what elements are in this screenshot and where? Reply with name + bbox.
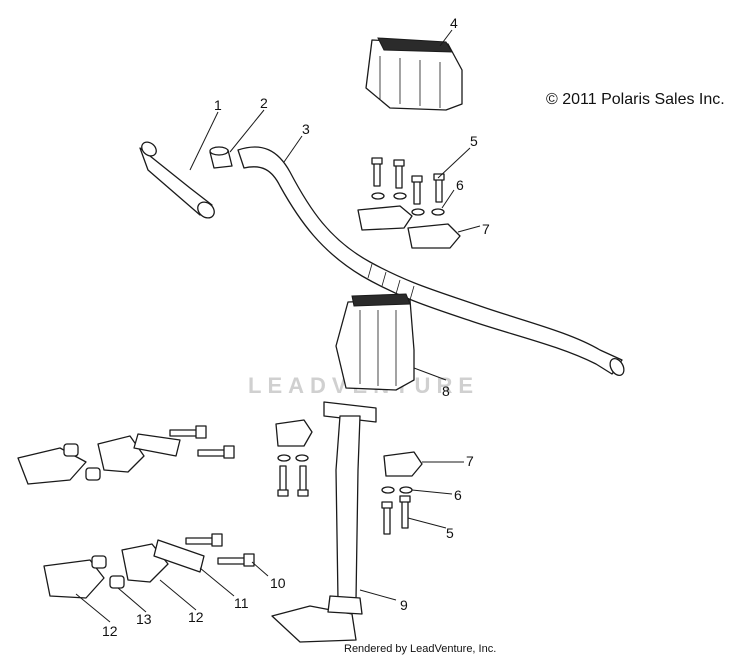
part-6-washers-lower[interactable]	[277, 454, 413, 494]
leader-lines	[75, 29, 481, 623]
part-7-clamps-upper[interactable]	[357, 205, 461, 249]
part-2-bushing[interactable]	[209, 146, 233, 169]
part-6-washers-upper[interactable]	[371, 192, 445, 216]
footer-credit: Rendered by LeadVenture, Inc.	[344, 643, 496, 655]
callout-5-lower: 5	[446, 525, 454, 541]
callout-7-upper: 7	[482, 221, 490, 237]
callout-2: 2	[260, 95, 268, 111]
part-5-bolts-upper[interactable]	[371, 157, 445, 205]
callout-10: 10	[270, 575, 286, 591]
part-4-pad[interactable]	[365, 37, 463, 111]
part-8-pad[interactable]	[335, 293, 415, 391]
part-1-grip[interactable]	[139, 139, 217, 221]
callout-8: 8	[442, 383, 450, 399]
callout-13: 13	[136, 611, 152, 627]
callout-12-left: 12	[102, 623, 118, 639]
callout-4: 4	[450, 15, 458, 31]
callout-6-upper: 6	[456, 177, 464, 193]
callout-5-upper: 5	[470, 133, 478, 149]
part-7-clamps-lower[interactable]	[275, 419, 423, 477]
callout-11: 11	[234, 595, 249, 611]
callout-12-right: 12	[188, 609, 204, 625]
callout-1: 1	[214, 97, 222, 113]
callout-3: 3	[302, 121, 310, 137]
part-9-column[interactable]	[271, 401, 377, 643]
callout-7-lower: 7	[466, 453, 474, 469]
riser-assembly-lower[interactable]	[43, 533, 255, 599]
copyright-text: © 2011 Polaris Sales Inc.	[546, 91, 725, 108]
part-3-handlebar[interactable]	[237, 146, 627, 378]
riser-assembly-upper[interactable]	[17, 425, 235, 485]
callout-6-lower: 6	[454, 487, 462, 503]
part-5-bolts-lower[interactable]	[277, 465, 411, 535]
callout-9: 9	[400, 597, 408, 613]
